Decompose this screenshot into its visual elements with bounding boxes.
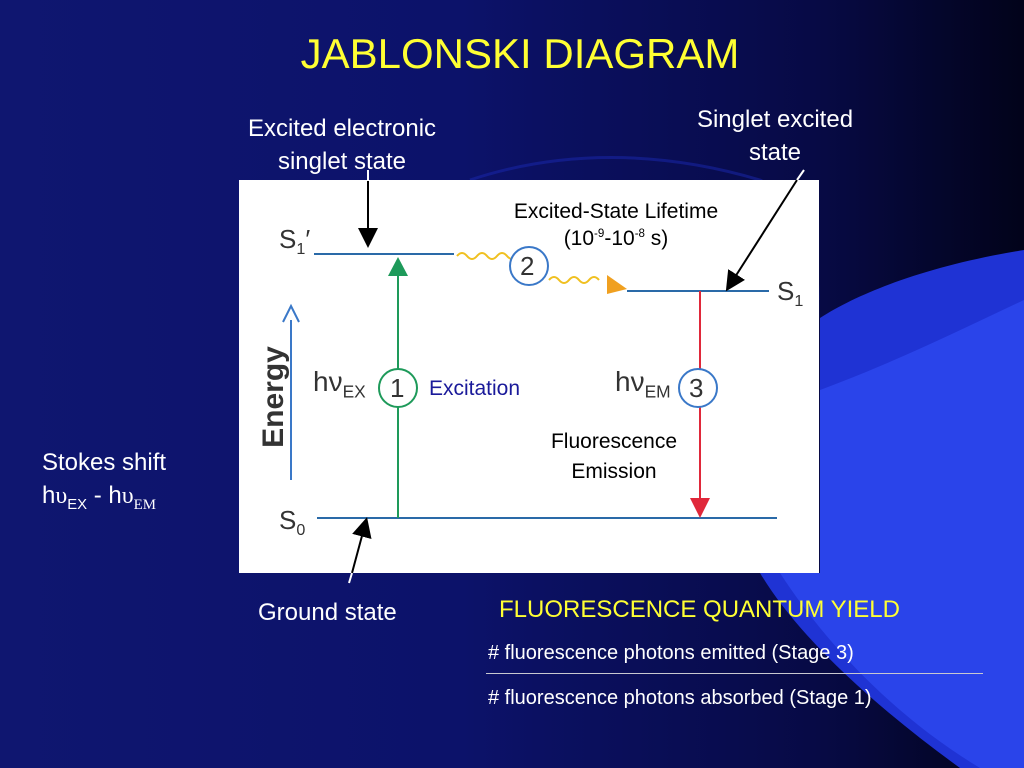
lifetime-exp2: -8 xyxy=(634,228,645,241)
lifetime-mid: -10 xyxy=(604,227,635,251)
stokes-nu2: υ xyxy=(121,483,134,510)
hv-ex-symbol: hν xyxy=(313,366,343,397)
lifetime-line2: (10-9-10-8 s) xyxy=(564,227,669,250)
stokes-h: h xyxy=(42,482,56,510)
s1-sub: 1 xyxy=(794,292,804,311)
singlet-excited-line1: Singlet excited xyxy=(696,106,854,133)
step-3-number: 3 xyxy=(689,373,704,403)
s0-sub: 0 xyxy=(296,521,306,540)
s1-prime-sub: 1 xyxy=(296,240,306,259)
lifetime-exp1: -9 xyxy=(594,228,605,241)
wavy-relaxation-1 xyxy=(456,252,518,260)
lifetime-label: Excited-State Lifetime (10-9-10-8 s) xyxy=(491,198,741,253)
lifetime-close: s) xyxy=(644,227,669,251)
quantum-yield-denominator: # fluorescence photons absorbed (Stage 1… xyxy=(488,687,872,709)
hv-ex-sub: EX xyxy=(342,381,366,402)
s1-label: S1 xyxy=(777,276,803,311)
singlet-excited-label: Singlet excited state xyxy=(672,103,878,169)
fluorescence-emission-label: Fluorescence Emission xyxy=(529,427,699,488)
excited-electronic-line1: Excited electronic xyxy=(247,115,437,142)
step-3-circle xyxy=(678,368,718,408)
ground-state-label: Ground state xyxy=(258,599,397,626)
singlet-excited-line2: state xyxy=(748,139,802,167)
s1-prime-letter: S xyxy=(279,224,297,254)
stokes-shift-formula: hυEX - hυEM xyxy=(42,482,156,513)
excited-electronic-line2: singlet state xyxy=(277,148,407,176)
stokes-shift-title: Stokes shift xyxy=(42,449,167,476)
step-2-number: 2 xyxy=(520,251,535,281)
fluorescence-line2: Emission xyxy=(571,460,657,484)
s1-prime-mark: ′ xyxy=(305,224,311,254)
s1-letter: S xyxy=(777,276,795,306)
energy-axis-label: Energy xyxy=(256,346,290,448)
stokes-ex-sub: EX xyxy=(67,496,88,513)
excited-electronic-label: Excited electronic singlet state xyxy=(224,112,460,178)
lifetime-line1: Excited-State Lifetime xyxy=(513,200,719,223)
stokes-em-sub: EM xyxy=(133,496,156,513)
quantum-yield-numerator: # fluorescence photons emitted (Stage 3) xyxy=(488,642,854,664)
stokes-shift-label: Stokes shift hυEX - hυEM xyxy=(42,446,166,515)
s0-letter: S xyxy=(279,505,297,535)
quantum-yield-title: FLUORESCENCE QUANTUM YIELD xyxy=(499,596,900,623)
hv-em-symbol: hν xyxy=(615,366,645,397)
jablonski-panel: S1′ S1 S0 Energy 2 1 3 hνEX hνEM Excitat… xyxy=(239,180,819,573)
excitation-label: Excitation xyxy=(429,377,521,400)
stokes-minus: - h xyxy=(87,482,122,510)
wavy-relaxation-2 xyxy=(548,276,600,284)
jablonski-graphic xyxy=(282,246,777,519)
step-2-circle xyxy=(509,246,549,286)
lifetime-open: (10 xyxy=(563,227,595,251)
s0-label: S0 xyxy=(279,505,305,540)
hv-ex-label: hνEX xyxy=(313,366,366,403)
slide-title: JABLONSKI DIAGRAM xyxy=(300,30,740,77)
stokes-nu: υ xyxy=(55,483,68,510)
hv-em-label: hνEM xyxy=(615,366,671,403)
step-1-circle xyxy=(378,368,418,408)
fluorescence-line1: Fluorescence xyxy=(550,430,678,453)
hv-em-sub: EM xyxy=(644,381,671,402)
fraction-divider xyxy=(486,673,983,674)
step-1-number: 1 xyxy=(390,373,405,403)
s1-prime-label: S1′ xyxy=(279,224,310,259)
